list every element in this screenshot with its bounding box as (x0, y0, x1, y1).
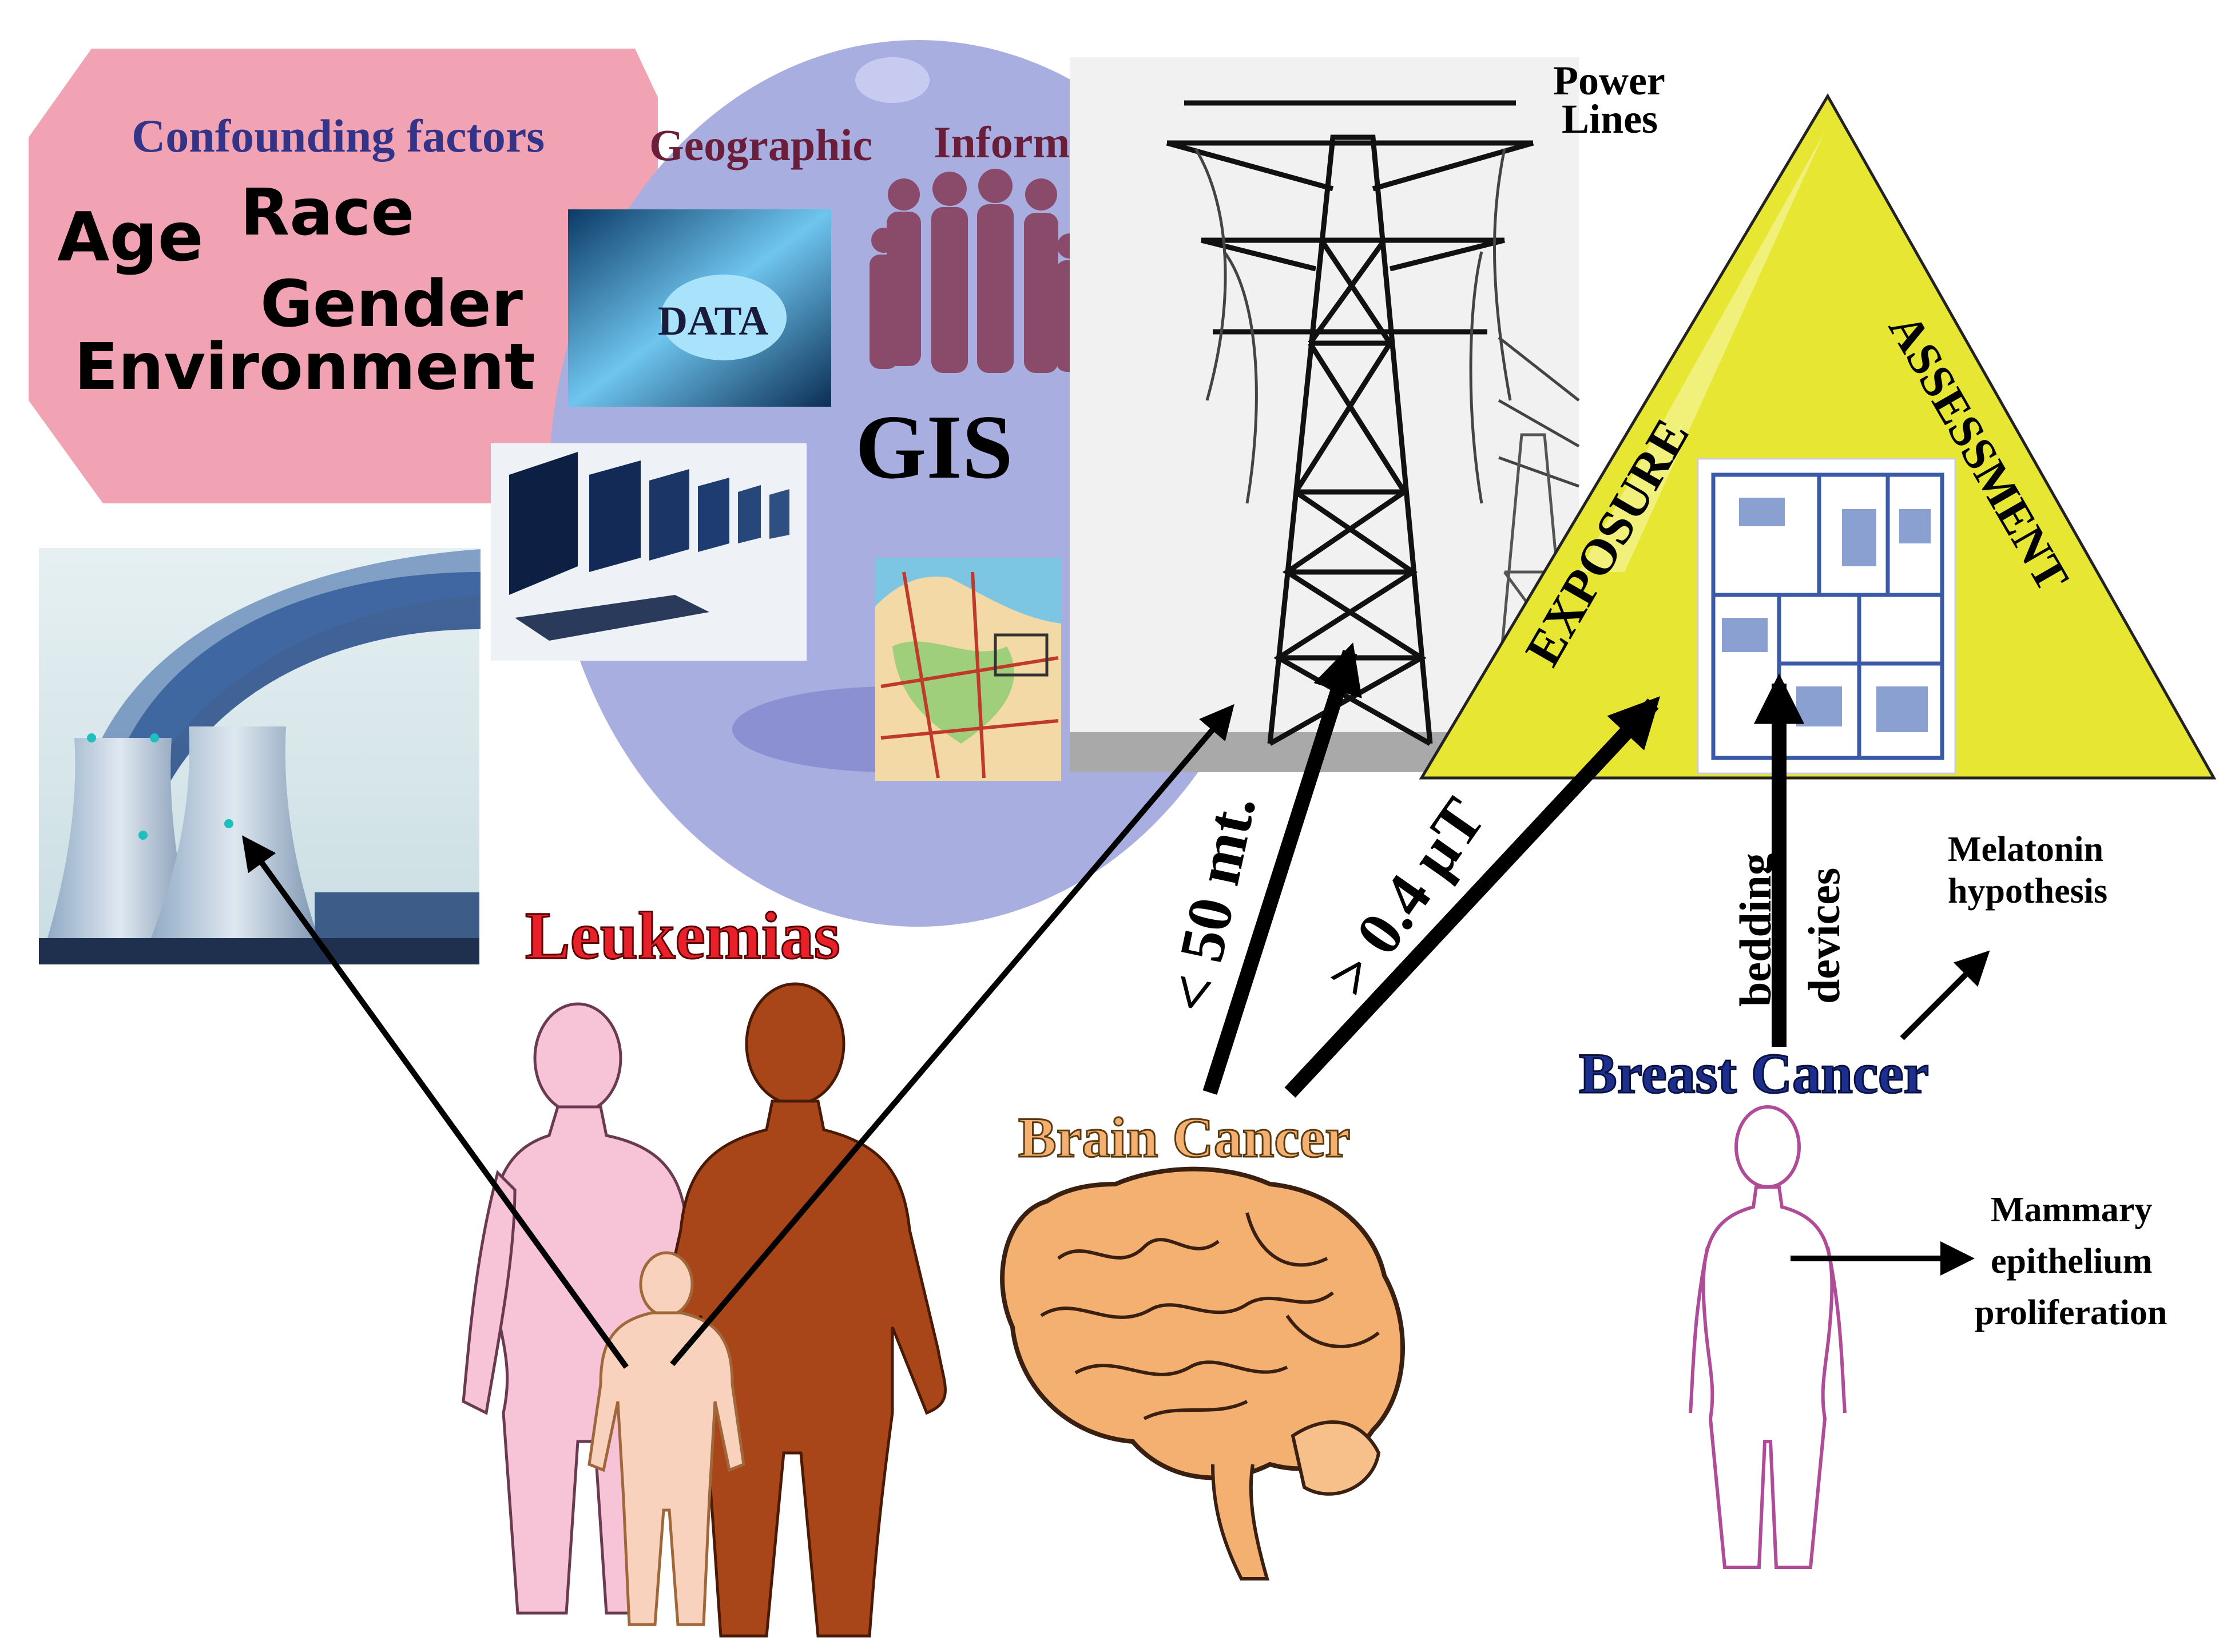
cooling-tower-right (149, 726, 320, 944)
arrow-to-nuclear-plant (241, 835, 629, 1369)
pylon-large (1166, 100, 1534, 746)
factor-race: Race (240, 176, 414, 250)
arrows (241, 642, 1990, 1369)
arrow-field (1284, 696, 1661, 1098)
triangle-shape (1419, 93, 2217, 780)
plant-steam (109, 572, 481, 801)
cooling-tower-left (46, 738, 194, 944)
brain-illustration (1000, 1166, 1405, 1580)
plant-building (315, 892, 479, 944)
arrow-melatonin (1900, 950, 1990, 1041)
map-image (875, 558, 1061, 781)
mammary-label-line3: proliferation (1975, 1293, 2167, 1332)
brain-cancer-label: Brain Cancer (1018, 1106, 1350, 1169)
devices-label: devices (1799, 868, 1849, 1004)
factor-environment: Environment (74, 330, 535, 404)
leukemias-label: Leukemias (525, 898, 840, 973)
power-cables (1194, 148, 1580, 504)
power-label-line2: Lines (1562, 96, 1658, 142)
breast-cancer-label: Breast Cancer (1579, 1042, 1929, 1105)
geographic-label: Geographic (649, 120, 872, 170)
computer-lab-image (491, 443, 807, 661)
arrow-distance (1202, 642, 1362, 1095)
mammary-label-line1: Mammary (1991, 1190, 2152, 1229)
woman-outline-figure (1689, 1105, 1847, 1569)
confounding-octagon (29, 49, 658, 503)
arrow-to-power-lines (670, 704, 1234, 1367)
factor-age: Age (57, 197, 204, 276)
melatonin-label-line1: Melatonin (1948, 830, 2103, 869)
child-figure (587, 1251, 745, 1626)
power-label-line1: Power (1553, 58, 1665, 104)
mammary-label-line2: epithelium (1991, 1242, 2152, 1281)
factor-gender: Gender (260, 267, 523, 341)
confounding-factors-panel: Confounding factors Age Race Gender Envi… (29, 49, 658, 503)
man-figure (645, 982, 947, 1638)
floor-plan-image (1697, 458, 1956, 775)
melatonin-label-line2: hypothesis (1948, 872, 2107, 911)
gis-label: GIS (855, 396, 1013, 498)
data-label: DATA (658, 298, 768, 344)
nuclear-plant-photo (39, 548, 481, 964)
confounding-title: Confounding factors (132, 110, 545, 162)
